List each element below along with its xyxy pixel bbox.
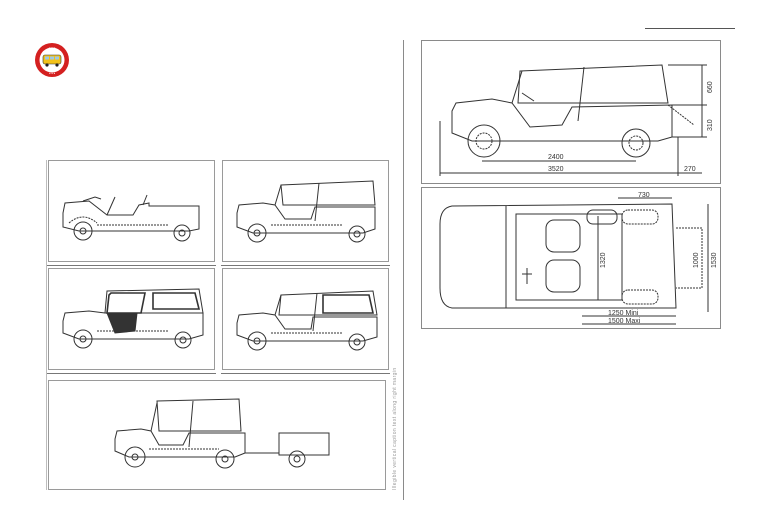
top-view-icon: 730 1320 1000 1530 1250 Mini 1500 Maxi [439,192,718,325]
svg-text:1000: 1000 [693,252,700,268]
vehicle-with-trailer-icon [114,398,330,469]
vehicle-open-icon [62,194,200,242]
svg-text:310: 310 [707,119,714,131]
svg-text:660: 660 [707,81,714,93]
svg-text:3520: 3520 [548,166,564,173]
panel-rear-windows [221,268,390,374]
svg-text:1320: 1320 [600,252,607,268]
vehicle-rear-windows-icon [236,290,378,351]
svg-text:730: 730 [638,192,650,199]
svg-text:1250 Mini: 1250 Mini [608,310,639,317]
svg-text:1530: 1530 [711,252,718,268]
top-view-drawing: 730 1320 1000 1530 1250 Mini 1500 Maxi [421,187,721,329]
panel-open-body [47,160,216,266]
svg-text:1500 Maxi: 1500 Maxi [608,318,641,325]
svg-text:270: 270 [684,166,696,173]
svg-text:● ● ●: ● ● ● [49,72,55,75]
panel-with-trailer [48,380,386,490]
svg-text:● ● ●: ● ● ● [48,46,55,50]
svg-text:2400: 2400 [548,154,564,161]
side-view-drawing: 2400 3520 270 660 310 [421,40,721,184]
vertical-caption: Illegible vertical caption text along ri… [392,367,398,490]
panel-soft-top [221,160,390,266]
left-page-edge [46,160,47,490]
top-rule [645,28,735,29]
page-divider [403,40,404,500]
vehicle-soft-top-icon [236,180,376,243]
vehicle-hard-doors-icon [62,288,204,349]
panel-hard-doors [47,268,216,374]
logo-badge: ● ● ● ● ● ● [33,41,71,79]
side-view-icon: 2400 3520 270 660 310 [439,64,714,176]
school-bus-badge-icon: ● ● ● ● ● ● [35,43,69,77]
